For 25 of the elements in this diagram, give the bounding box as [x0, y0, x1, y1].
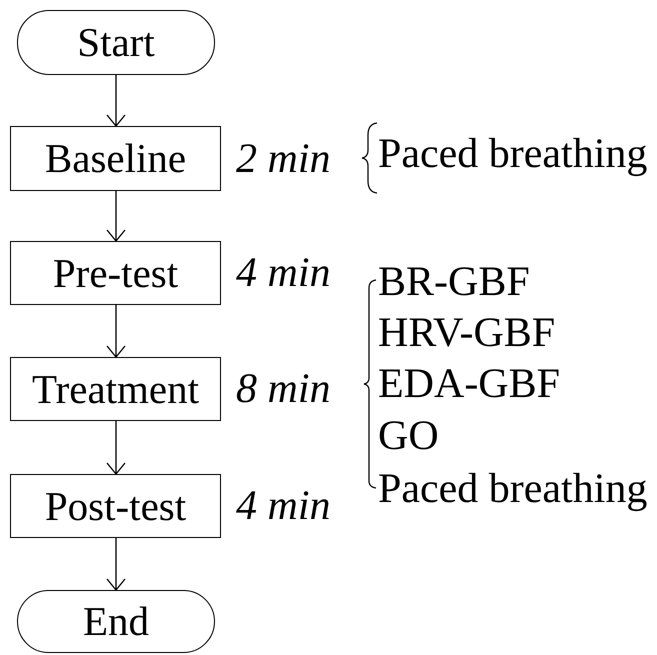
duration-label: 4 min	[236, 485, 330, 527]
node-label: Treatment	[32, 368, 200, 410]
condition-label: Paced breathing	[378, 465, 648, 514]
process-box	[10, 126, 221, 191]
node-label: End	[82, 601, 150, 642]
condition-label: Paced breathing	[378, 130, 648, 179]
node-label: Pre-test	[52, 252, 178, 294]
arrow	[106, 538, 126, 591]
arrow	[106, 75, 126, 127]
duration-label: 8 min	[236, 368, 330, 410]
process-box	[10, 241, 221, 305]
node-label: Post-test	[44, 486, 186, 526]
process-box	[10, 357, 221, 421]
arrow	[106, 305, 126, 358]
node-label: Start	[77, 22, 155, 63]
condition-label: HRV-GBF	[378, 309, 556, 358]
arrow	[106, 191, 126, 242]
arrow	[106, 421, 126, 475]
node-label: Baseline	[44, 138, 186, 179]
process-box	[10, 474, 221, 538]
condition-label: BR-GBF	[378, 258, 530, 307]
duration-label: 4 min	[236, 252, 330, 294]
duration-label: 2 min	[236, 138, 330, 180]
condition-label: EDA-GBF	[378, 360, 560, 409]
condition-label: GO	[378, 412, 439, 461]
